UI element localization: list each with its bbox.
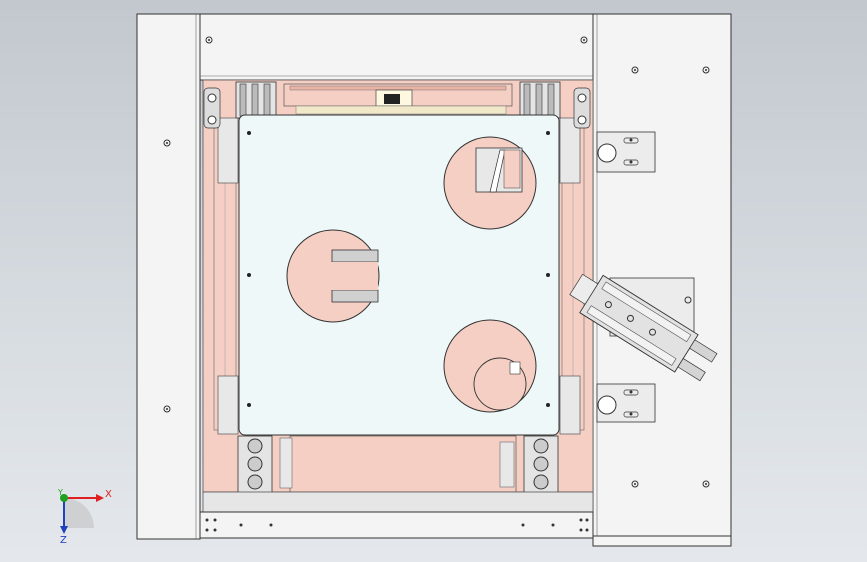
right-bracket-bottom [596,383,656,423]
z-axis-arrow [60,526,68,534]
left-frame-panel [136,13,201,540]
right-bracket-top [596,131,656,173]
angled-cylinder-assembly [569,273,718,382]
z-axis-label: Z [60,535,67,546]
sprocket-bottom-right [523,435,559,495]
plate-hole-middle [286,229,380,323]
sprocket-top-left [203,81,277,129]
x-axis-arrow [96,494,104,502]
sprocket-bottom-left [237,435,273,495]
y-axis-origin [60,494,68,502]
axis-triad[interactable]: X Y Z [57,488,112,546]
plate-hole-top [443,136,537,230]
x-axis-label: X [105,489,112,500]
bottom-rail [199,491,594,539]
plate-hole-bottom [443,319,537,413]
top-cover-plate [199,13,594,81]
sprocket-top-right [519,81,591,129]
y-axis-label: Y [57,488,63,497]
